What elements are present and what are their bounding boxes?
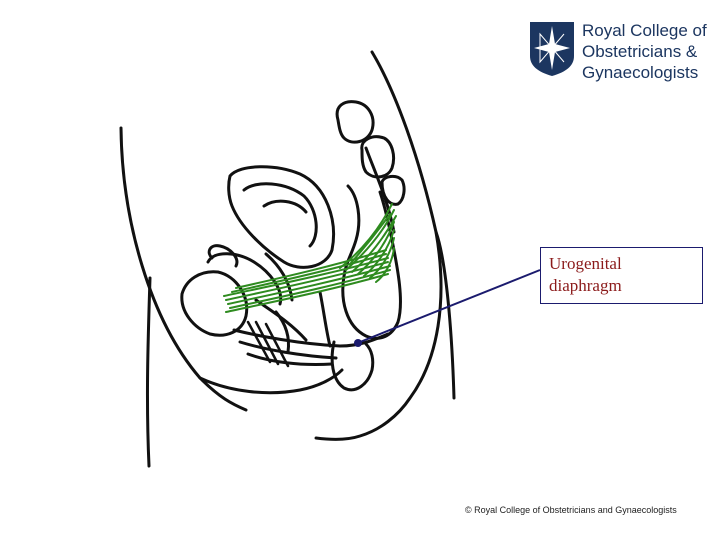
compass-star-shield-icon bbox=[530, 22, 574, 76]
callout-line-2: diaphragm bbox=[549, 276, 622, 295]
logo-line-1: Royal College of bbox=[582, 21, 707, 40]
urethral-strands bbox=[246, 320, 290, 368]
copyright-notice: © Royal College of Obstetricians and Gyn… bbox=[465, 505, 677, 515]
levator-ani-fibres bbox=[223, 203, 397, 313]
logo-line-2: Obstetricians & bbox=[582, 42, 698, 61]
logo-line-3: Gynaecologists bbox=[582, 63, 699, 82]
callout-pointer bbox=[354, 269, 541, 347]
body-outline bbox=[119, 50, 456, 468]
urogenital-diaphragm-label: Urogenital diaphragm bbox=[540, 247, 703, 304]
callout-line-1: Urogenital bbox=[549, 254, 622, 273]
rcog-logo-text: Royal College of Obstetricians & Gynaeco… bbox=[582, 20, 707, 83]
